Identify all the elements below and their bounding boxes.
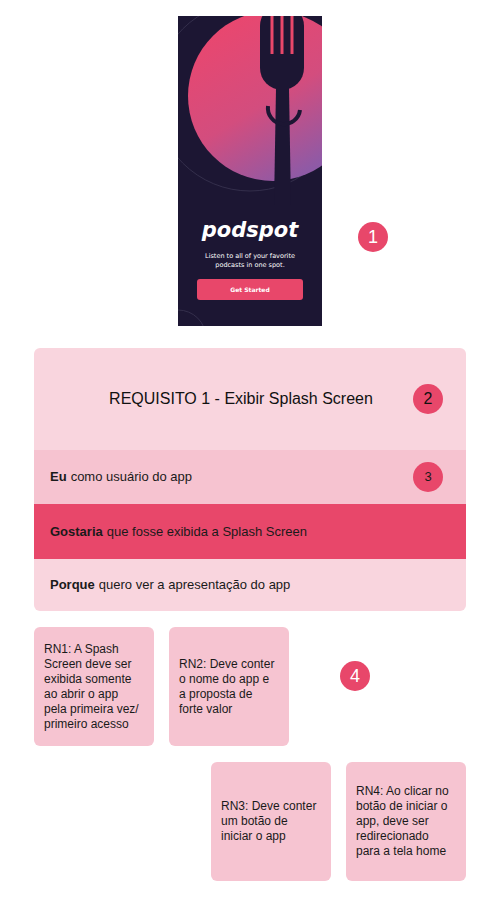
callout-label: 4 (350, 666, 360, 686)
rule-note: RN3: Deve conter um botão de iniciar o a… (211, 762, 331, 881)
story-row: Gostariaque fosse exibida a Splash Scree… (34, 504, 466, 559)
requirement-title: REQUISITO 1 - Exibir Splash Screen 2 (34, 348, 466, 450)
phone-screen: podspotListen to all of your favorite po… (178, 16, 322, 326)
rule-text: RN4: Ao clicar no botão de iniciar o app… (356, 784, 456, 859)
story-text: quero ver a apresentação do app (99, 577, 291, 593)
story-row: Porquequero ver a apresentação do app (34, 559, 466, 611)
story-text: como usuário do app (71, 469, 192, 485)
tagline: Listen to all of your favorite podcasts … (190, 252, 310, 270)
microphone (260, 16, 304, 206)
story-keyword: Eu (50, 469, 67, 485)
requirement-heading: REQUISITO 1 - Exibir Splash Screen (109, 389, 373, 409)
rule-text: RN3: Deve conter um botão de iniciar o a… (221, 799, 321, 844)
rule-note: RN2: Deve conter o nome do app e a propo… (169, 627, 289, 746)
rule-note: RN1: A Spash Screen deve ser exibida som… (34, 627, 154, 746)
button-label: Get Started (230, 286, 269, 294)
story-text: que fosse exibida a Splash Screen (107, 524, 307, 540)
deco-arc (178, 310, 206, 326)
start-button: Get Started (197, 279, 303, 300)
callout-number: 3 (413, 462, 443, 492)
story-keyword: Porque (50, 577, 95, 593)
rule-note: RN4: Ao clicar no botão de iniciar o app… (346, 762, 466, 881)
callout-label: 2 (424, 389, 433, 409)
callout-number: 2 (413, 384, 443, 414)
story-row: Eucomo usuário do app 3 (34, 450, 466, 504)
callout-number: 4 (340, 661, 370, 691)
app-name: podspot (178, 217, 322, 243)
story-keyword: Gostaria (50, 524, 103, 540)
rule-text: RN2: Deve conter o nome do app e a propo… (179, 657, 279, 717)
rule-text: RN1: A Spash Screen deve ser exibida som… (44, 642, 144, 732)
callout-label: 1 (368, 227, 378, 247)
callout-number: 1 (358, 222, 388, 252)
callout-label: 3 (424, 469, 431, 485)
